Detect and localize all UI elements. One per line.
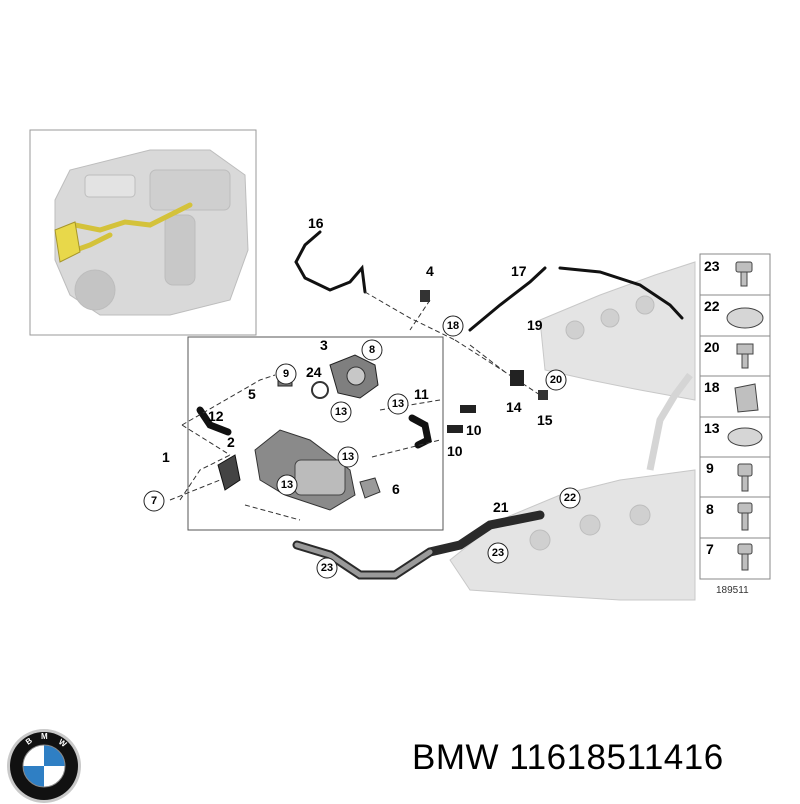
bmw-logo-icon: B M W [7, 729, 81, 803]
callout-15: 15 [537, 412, 553, 428]
callout-1: 1 [162, 449, 170, 465]
engine-overview-inset [29, 129, 257, 336]
svg-text:B: B [24, 736, 34, 747]
callout-24: 24 [306, 364, 322, 380]
parts-legend: 23 22 20 18 13 9 8 7 189511 [699, 253, 771, 596]
callout-23-a: 23 [492, 547, 504, 559]
legend-label-13: 13 [704, 420, 720, 436]
callout-13-c: 13 [342, 451, 354, 463]
callout-12: 12 [208, 408, 224, 424]
callout-18: 18 [447, 320, 459, 332]
callout-21: 21 [493, 499, 509, 515]
legend-label-20: 20 [704, 339, 720, 355]
legend-label-23: 23 [704, 258, 720, 274]
callout-4: 4 [426, 263, 434, 279]
callout-14: 14 [506, 399, 522, 415]
callout-8: 8 [369, 344, 375, 356]
callout-20: 20 [550, 374, 562, 386]
clip-18-icon [734, 383, 759, 413]
callout-13-a: 13 [335, 406, 347, 418]
callout-10-upper: 10 [466, 422, 482, 438]
bolt-20-icon [736, 343, 754, 355]
hose-clamp-22-icon [726, 307, 764, 329]
callout-13-b: 13 [392, 398, 404, 410]
callout-7: 7 [151, 495, 157, 507]
callout-3: 3 [320, 337, 328, 353]
callout-16: 16 [308, 215, 324, 231]
callout-17: 17 [511, 263, 527, 279]
bolt-9-icon [737, 463, 753, 477]
hoses [196, 230, 684, 580]
svg-text:W: W [57, 737, 69, 749]
legend-label-8: 8 [706, 501, 714, 517]
legend-label-18: 18 [704, 379, 720, 395]
legend-label-7: 7 [706, 541, 714, 557]
hose-clamp-13-icon [727, 427, 763, 447]
diagram-reference-number: 189511 [716, 585, 749, 596]
bolt-7-icon [737, 543, 753, 555]
callout-11: 11 [414, 386, 429, 402]
callout-5: 5 [248, 386, 256, 402]
brand-part-number-caption: BMW 11618511416 [412, 738, 724, 777]
bolt-8-icon [737, 502, 753, 514]
callout-2: 2 [227, 434, 235, 450]
screw-23-icon [735, 261, 753, 273]
callout-23-b: 23 [321, 562, 333, 574]
callout-6: 6 [392, 481, 400, 497]
callout-9: 9 [283, 368, 289, 380]
legend-label-22: 22 [704, 298, 720, 314]
legend-label-9: 9 [706, 460, 714, 476]
egr-module-frame [187, 336, 444, 531]
callout-19: 19 [527, 317, 543, 333]
svg-text:M: M [41, 732, 48, 741]
callout-13-d: 13 [281, 479, 293, 491]
callout-22: 22 [564, 492, 576, 504]
egr-valve-assembly [217, 290, 548, 511]
callout-10-lower: 10 [447, 443, 463, 459]
